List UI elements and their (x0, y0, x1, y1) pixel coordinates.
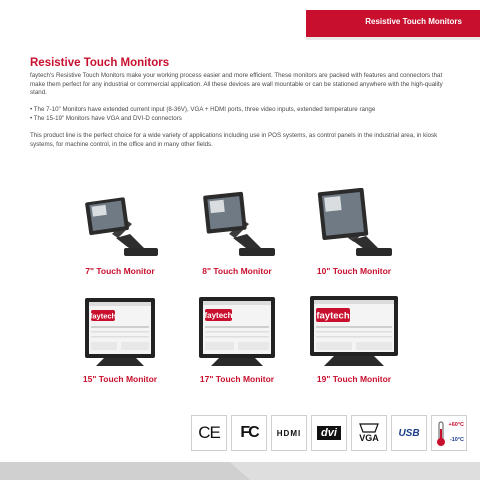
product-label: 8" Touch Monitor (202, 266, 272, 276)
bullet-item: • The 7-10" Monitors have extended curre… (30, 106, 376, 113)
monitor-19-image: faytech (310, 296, 398, 366)
product-label: 19" Touch Monitor (316, 374, 392, 384)
ce-mark-icon: CE (191, 415, 227, 451)
product-label: 15" Touch Monitor (82, 374, 158, 384)
monitor-8-image (203, 191, 275, 256)
vga-connector-icon (359, 423, 379, 433)
bullet-item: • The 15-19" Monitors have VGA and DVI-D… (30, 114, 182, 122)
screen-logo: faytech (316, 311, 349, 322)
temp-low: -10°C (449, 437, 464, 443)
product-19-inch: faytech 19" Touch Monitor (294, 296, 414, 386)
thermometer-icon: +60°C -10°C (431, 415, 467, 451)
screen-logo: faytech (90, 312, 117, 321)
monitor-10-image (317, 187, 392, 256)
closing-paragraph: This product line is the perfect choice … (30, 132, 438, 148)
product-7-inch: 7" Touch Monitor (60, 188, 180, 278)
product-label: 7" Touch Monitor (85, 266, 155, 276)
usb-icon: USB (391, 415, 427, 451)
product-label: 17" Touch Monitor (199, 374, 275, 384)
thermometer-graphic (437, 421, 445, 446)
feature-bullets: • The 7-10" Monitors have extended curre… (30, 106, 455, 123)
monitor-7-image (85, 197, 158, 256)
hdmi-icon: HDMI (271, 415, 307, 451)
intro-paragraph: faytech's Resistive Touch Monitors make … (30, 72, 443, 97)
footer-accent (0, 462, 250, 480)
header-band: Resistive Touch Monitors (306, 10, 480, 37)
vga-icon: VGA (351, 415, 387, 451)
fcc-mark-icon: FC (231, 415, 267, 451)
product-10-inch: 10" Touch Monitor (294, 187, 414, 278)
screen-logo: faytech (204, 311, 232, 320)
product-label: 10" Touch Monitor (316, 266, 392, 276)
product-8-inch: 8" Touch Monitor (177, 188, 297, 278)
dvi-icon: dvi (311, 415, 347, 451)
temp-high: +60°C (448, 422, 464, 428)
monitor-15-image: faytech (85, 298, 155, 366)
product-15-inch: faytech 15" Touch Monitor (60, 296, 180, 386)
certification-badges: CE FC HDMI dvi VGA USB +60°C -10°C (191, 415, 467, 451)
monitor-17-image: faytech (199, 297, 275, 366)
header-label: Resistive Touch Monitors (365, 17, 462, 26)
header-shadow (306, 37, 480, 40)
product-17-inch: faytech 17" Touch Monitor (177, 296, 297, 386)
page-title: Resistive Touch Monitors (30, 57, 170, 69)
